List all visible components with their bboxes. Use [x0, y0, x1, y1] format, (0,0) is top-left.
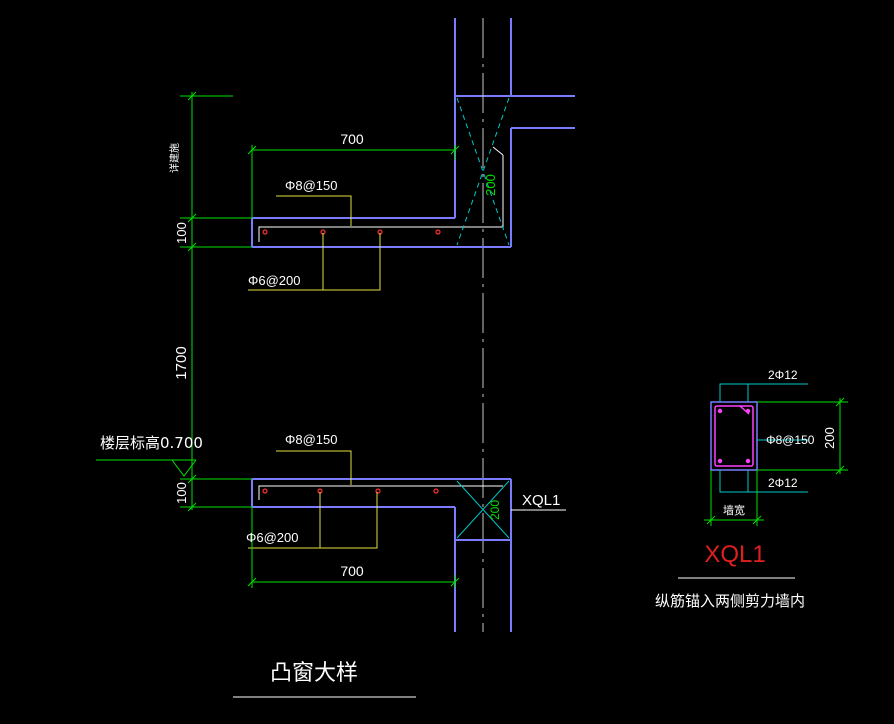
underlines [233, 577, 795, 698]
section-rebar-dots [717, 408, 751, 464]
section-width-label: 墙宽 [723, 503, 745, 517]
top-bottom-rebar-label: Φ6@200 [248, 273, 301, 288]
bottom-bottom-rebar-label: Φ6@200 [246, 530, 299, 545]
top-slab-rebar-dots [262, 229, 441, 235]
section-note: 纵筋锚入两侧剪力墙内 [655, 592, 805, 610]
bottom-slab-leaders [248, 450, 378, 549]
top-beam-height-text: 200 [483, 174, 498, 196]
section-height-dim: 200 [822, 427, 837, 449]
bottom-thickness-text: 100 [174, 482, 189, 504]
bottom-slab-outline [251, 478, 512, 541]
bottom-slab-rebar [258, 485, 503, 500]
beam-tag-text: XQL1 [522, 492, 560, 509]
section-name: XQL1 [704, 541, 765, 568]
section-outline [710, 401, 758, 471]
middle-dim-text: 1700 [173, 346, 190, 379]
top-slab-leaders [248, 195, 381, 291]
top-beam-hatch [456, 97, 510, 246]
bottom-length-dim-text: 700 [340, 563, 364, 579]
bottom-beam-height-text: 200 [488, 500, 502, 520]
left-vertical-dimension [180, 91, 252, 512]
bottom-slab-rebar-dots [262, 488, 439, 494]
section-dimension-lines [704, 397, 848, 526]
side-dim-label: 详建施 [168, 143, 181, 173]
section-bottom-bars: 2Φ12 [768, 476, 798, 490]
bottom-beam-hatch [456, 480, 510, 539]
top-length-dimension [247, 145, 460, 218]
section-extension-lines [719, 383, 808, 493]
bottom-top-rebar-label: Φ8@150 [285, 432, 338, 447]
top-slab-outline [251, 217, 511, 248]
top-thickness-text: 100 [174, 222, 189, 244]
floor-level-symbol [96, 459, 197, 477]
top-length-dim-text: 700 [340, 131, 364, 147]
section-top-bars: 2Φ12 [768, 368, 798, 382]
floor-level-label: 楼层标高0.700 [100, 434, 203, 452]
bottom-length-dimension [247, 507, 460, 588]
top-slab-rebar [258, 146, 504, 242]
section-stirrup-label: Φ8@150 [766, 433, 815, 447]
top-rebar-label: Φ8@150 [285, 178, 338, 193]
drawing-title: 凸窗大样 [270, 661, 358, 686]
